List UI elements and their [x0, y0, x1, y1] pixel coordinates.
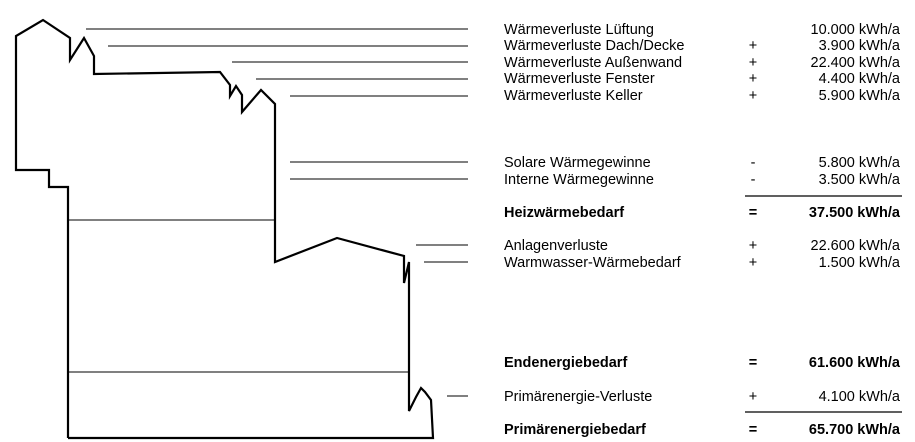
row-label: Wärmeverluste Fenster	[504, 71, 655, 87]
row-label: Wärmeverluste Keller	[504, 88, 643, 104]
row-operator: -	[750, 155, 756, 171]
total-operator: =	[748, 205, 758, 221]
row-label: Wärmeverluste Lüftung	[504, 22, 654, 38]
row-operator: +	[748, 38, 758, 54]
row-label: Primärenergie-Verluste	[504, 389, 653, 405]
row-label: Wärmeverluste Außenwand	[504, 55, 683, 71]
row-label: Wärmeverluste Dach/Decke	[504, 38, 685, 54]
row-label: Solare Wärmegewinne	[504, 155, 651, 171]
row-operator: +	[748, 55, 758, 71]
row-value: 4.100 kWh/a	[818, 389, 900, 405]
row-value: 5.900 kWh/a	[818, 88, 900, 104]
total-operator: =	[748, 422, 758, 438]
row-value: 3.900 kWh/a	[818, 38, 900, 54]
row-operator: +	[748, 255, 758, 271]
row-label: Warmwasser-Wärmebedarf	[504, 255, 681, 271]
total-label: Primärenergiebedarf	[504, 422, 646, 438]
row-operator: -	[750, 172, 756, 188]
leader-lines	[86, 28, 468, 397]
row-operator: +	[748, 88, 758, 104]
total-value: 37.500 kWh/a	[808, 205, 900, 221]
row-value: 1.500 kWh/a	[818, 255, 900, 271]
total-value: 65.700 kWh/a	[808, 422, 900, 438]
row-operator: +	[748, 238, 758, 254]
building-outline	[14, 18, 435, 440]
row-operator: +	[748, 389, 758, 405]
row-value: 22.600 kWh/a	[810, 238, 900, 254]
row-value: 10.000 kWh/a	[810, 22, 900, 38]
row-operator: +	[748, 71, 758, 87]
row-label: Interne Wärmegewinne	[504, 172, 654, 188]
row-value: 4.400 kWh/a	[818, 71, 900, 87]
total-value: 61.600 kWh/a	[808, 355, 900, 371]
row-value: 22.400 kWh/a	[810, 55, 900, 71]
row-value: 3.500 kWh/a	[818, 172, 900, 188]
row-label: Anlagenverluste	[504, 238, 608, 254]
total-label: Heizwärmebedarf	[504, 205, 625, 221]
row-value: 5.800 kWh/a	[818, 155, 900, 171]
total-operator: =	[748, 355, 758, 371]
total-label: Endenergiebedarf	[504, 355, 628, 371]
